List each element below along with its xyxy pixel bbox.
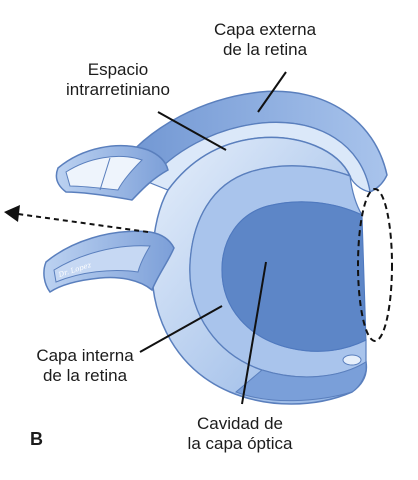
- leader-outer-layer: [257, 71, 287, 113]
- label-outer-layer-line1: Capa externa: [213, 20, 317, 39]
- label-optic-cup-cavity-line1: Cavidad de: [196, 414, 283, 433]
- label-optic-cup-cavity: Cavidad de la capa óptica: [165, 414, 315, 454]
- inner-layer-lower-edge: [235, 361, 367, 402]
- label-intraretinal-space: Espacio intrarretiniano: [48, 60, 188, 100]
- cup-opening-dashed-outline: [357, 188, 393, 342]
- panel-letter: B: [30, 429, 43, 449]
- label-intraretinal-space-line1: Espacio: [87, 60, 149, 79]
- label-outer-layer: Capa externa de la retina: [190, 20, 340, 60]
- leader-intraretinal-space: [157, 111, 227, 151]
- label-inner-layer-line1: Capa interna: [36, 346, 134, 365]
- label-inner-layer: Capa interna de la retina: [20, 346, 150, 386]
- optic-stalk-upper-lumen: [65, 155, 143, 191]
- label-optic-cup-cavity-line2: la capa óptica: [187, 434, 293, 453]
- leader-cavity: [241, 261, 267, 405]
- label-inner-layer-line2: de la retina: [42, 366, 128, 385]
- optic-stalk-upper-divider: [99, 157, 111, 191]
- dashed-arrow-line: [17, 213, 149, 233]
- label-outer-layer-line2: de la retina: [222, 40, 308, 59]
- label-intraretinal-space-line2: intrarretiniano: [66, 80, 170, 99]
- lower-opening: [342, 354, 362, 366]
- arrow-head-icon: [4, 205, 20, 222]
- leader-inner-layer: [139, 305, 223, 353]
- optic-stalk-lower-lumen: [53, 245, 151, 283]
